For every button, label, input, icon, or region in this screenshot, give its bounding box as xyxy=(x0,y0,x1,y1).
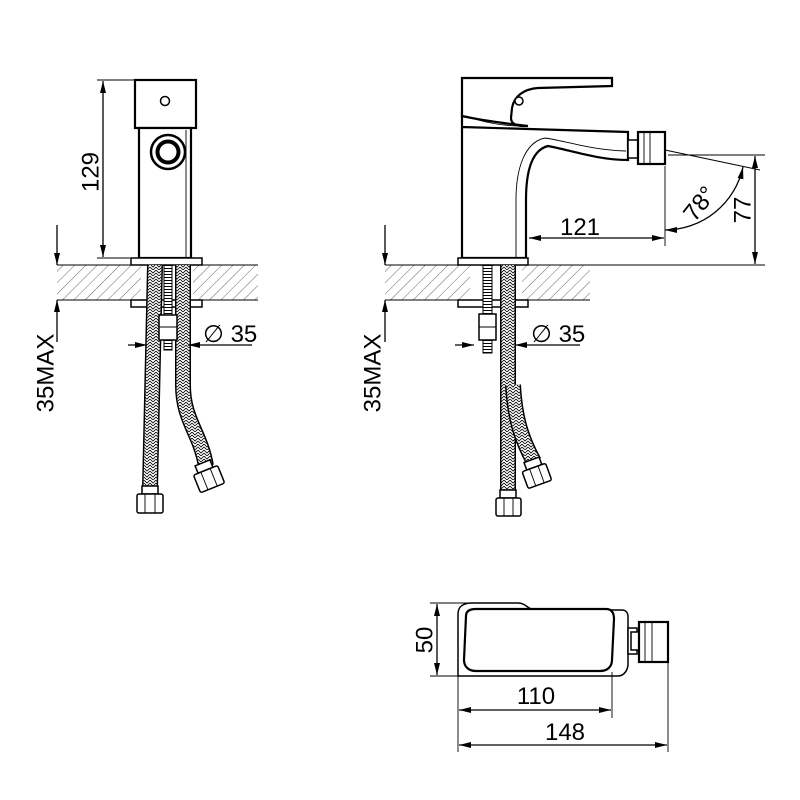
reach-dimension: 121 xyxy=(529,166,666,246)
top-view: 50 110 148 xyxy=(412,602,670,752)
clearance-dim-label-front: 35MAX xyxy=(33,334,60,413)
threaded-stud xyxy=(158,264,178,351)
hose-fitting-straight xyxy=(495,489,522,517)
threaded-stud-side xyxy=(478,264,497,354)
body-length-dimension: 110 xyxy=(457,672,613,752)
side-view: 121 78° 77 35MAX ∅ 35 xyxy=(360,76,765,517)
overall-length-dim-label: 148 xyxy=(545,719,585,746)
hose-right xyxy=(175,265,214,468)
width-dimension: 50 xyxy=(412,602,470,677)
base-flange xyxy=(130,257,203,266)
handle-indicator-icon xyxy=(514,96,524,106)
hose-curved xyxy=(505,384,542,466)
faucet-body-front xyxy=(130,78,203,266)
handle-outline-top xyxy=(462,607,616,673)
body-length-dim-label: 110 xyxy=(517,683,555,710)
width-dim-label: 50 xyxy=(412,627,439,654)
spout-height-dimension: 77 xyxy=(668,154,765,264)
handle-screw-icon xyxy=(159,95,171,107)
spout-height-dim-label: 77 xyxy=(730,197,757,224)
nozzle-tip xyxy=(636,130,667,166)
mounting-washer-side xyxy=(457,299,529,308)
clearance-dimension-side: 35MAX xyxy=(360,225,388,413)
aerator-inner xyxy=(155,139,181,165)
clearance-dim-label-side: 35MAX xyxy=(360,334,387,413)
hole-dimension-side: ∅ 35 xyxy=(455,321,585,348)
reach-dim-label: 121 xyxy=(560,214,600,241)
height-dim-label: 129 xyxy=(78,152,105,192)
handle-lever xyxy=(460,76,614,128)
nozzle-collar xyxy=(627,139,639,159)
countertop-section-side xyxy=(385,264,765,301)
nozzle-top xyxy=(627,620,670,664)
hose-fitting-left xyxy=(136,485,164,514)
base-flange-side xyxy=(457,257,529,266)
front-view: 129 35MAX ∅ 35 xyxy=(33,78,258,514)
hose-fitting-right xyxy=(193,458,225,493)
hole-dim-label-side: ∅ 35 xyxy=(531,321,585,348)
height-dimension: 129 xyxy=(78,79,134,259)
hole-dimension-front: ∅ 35 xyxy=(128,321,257,348)
faucet-body-side xyxy=(457,76,667,266)
overall-length-dimension: 148 xyxy=(459,662,669,752)
angle-dim-label: 78° xyxy=(678,181,722,226)
clearance-dimension-front: 35MAX xyxy=(33,225,60,412)
hole-dim-label-front: ∅ 35 xyxy=(203,321,257,348)
hose-fitting-curved xyxy=(521,456,552,489)
hose-left xyxy=(142,264,163,489)
